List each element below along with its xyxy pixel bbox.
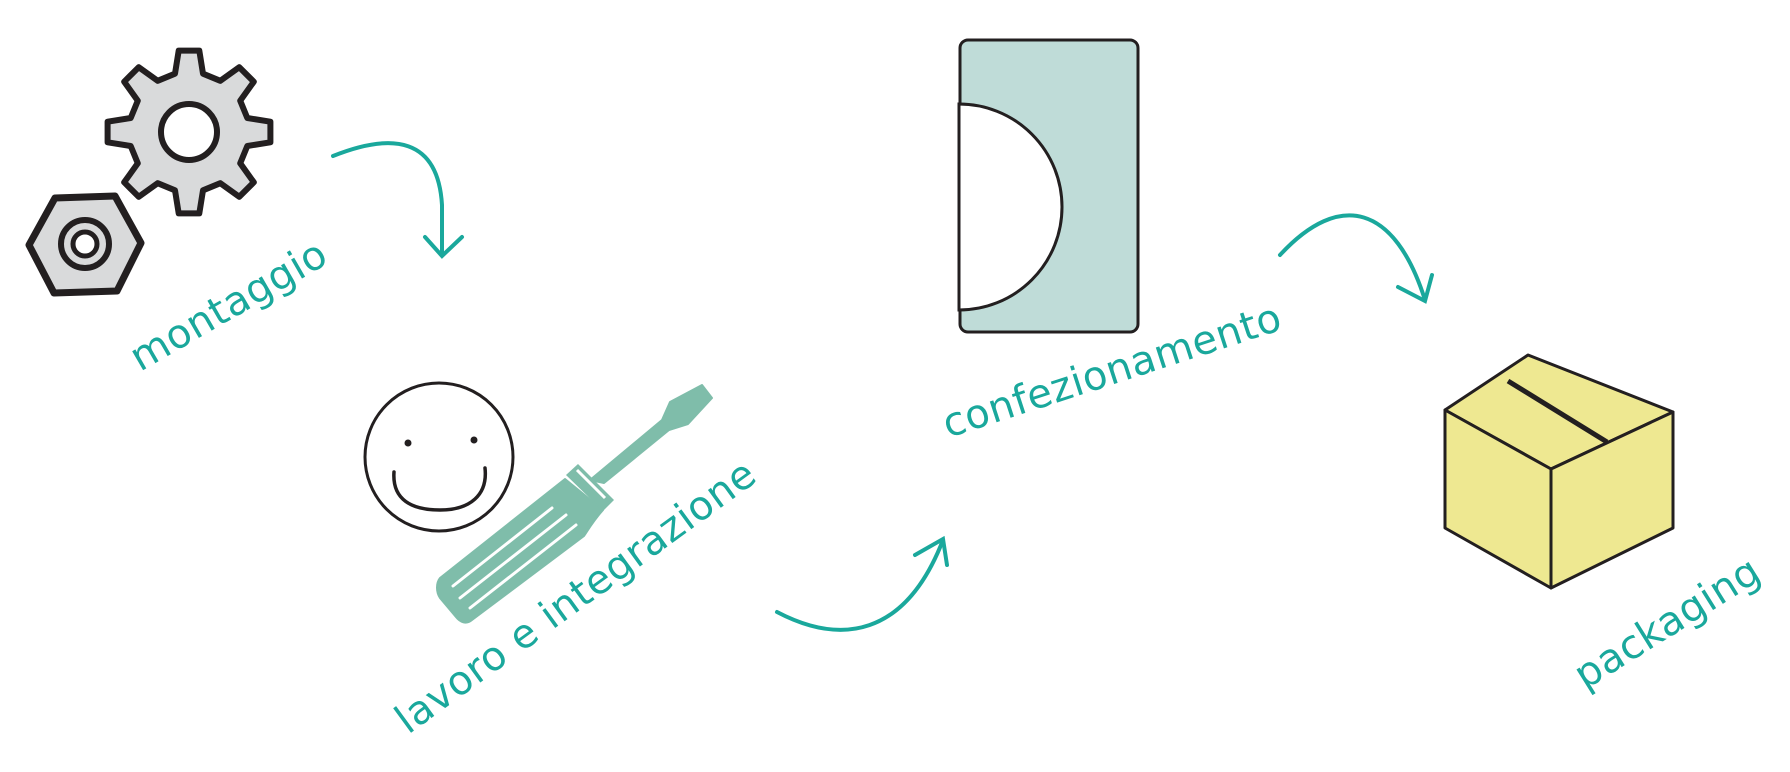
arrow-icon (775, 535, 949, 632)
arrow-icon (1278, 213, 1434, 304)
cardboard-box-icon (1443, 353, 1675, 590)
step-label-packaging: packaging (1566, 548, 1769, 699)
smiley-face-icon (363, 381, 515, 533)
hex-nut-icon (25, 192, 145, 297)
cog-icon (104, 47, 274, 217)
screwdriver-icon (436, 384, 713, 624)
step-label-montaggio: montaggio (122, 231, 335, 381)
blister-package-icon (957, 38, 1140, 334)
gears-icon (25, 47, 274, 297)
arrow-icon (331, 141, 464, 259)
worker-screwdriver-icon (363, 381, 713, 624)
